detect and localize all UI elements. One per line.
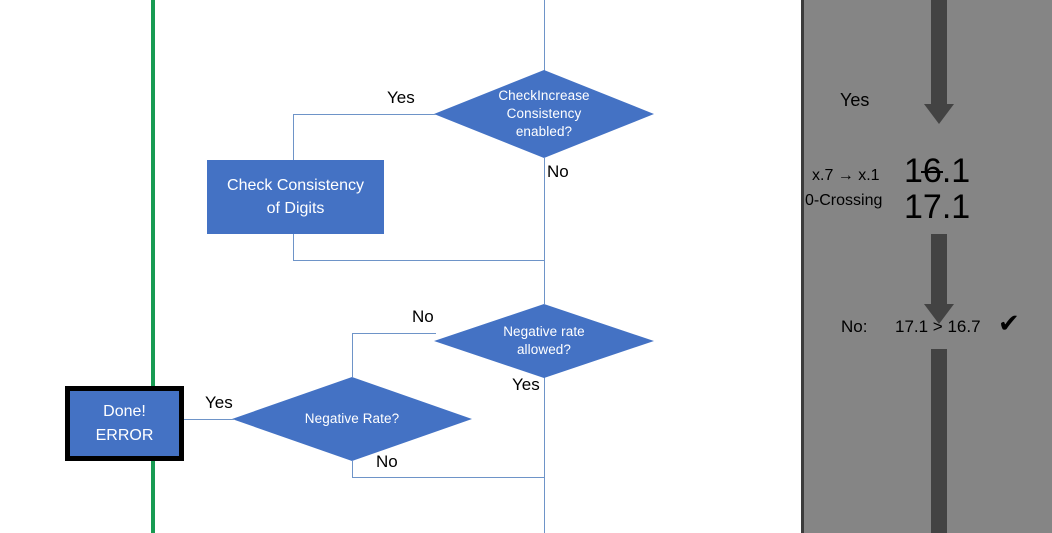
edge-label-no-negative-rate-allowed: No [412,307,434,326]
annotation-yes-label: Yes [840,90,870,110]
spine-lower-segment [544,355,545,478]
annotation-arrow-middle-head [924,304,954,324]
annotation-comparison-expression: 17.1 > 16.7 [895,317,981,336]
decision-diamond-shape [434,304,654,378]
yes-branch-vertical-from-box [293,234,294,261]
edge-label-no-negative-rate: No [376,452,398,471]
decision-negative-rate-allowed[interactable]: Negative rate allowed? [434,304,654,378]
annotation-arrow-middle-shaft [931,234,947,306]
yes-branch-horizontal-rejoin [293,260,545,261]
annotation-check-icon: ✔ [998,308,1020,338]
annotation-value-after: 17.1 [904,188,971,226]
annotation-panel: Yes x.7 → x.1 0-Crossing 16.1 17.1 No: 1… [801,0,1052,533]
annotation-rule-label-line2: 0-Crossing [805,192,883,209]
yes-branch-horizontal-top [293,114,436,115]
decision-check-increase-consistency[interactable]: CheckIncrease Consistency enabled? [434,70,654,158]
annotation-arrow-bottom-shaft [931,349,947,533]
no-branch-vertical-to-negative-rate [352,333,353,377]
negative-rate-no-horizontal [352,477,545,478]
terminator-done-error[interactable]: Done! ERROR [65,386,184,461]
edge-label-yes-done-error: Yes [205,393,233,412]
edge-label-no-check-increase: No [547,162,569,181]
decision-diamond-shape [232,377,472,461]
negative-rate-yes-horizontal [173,419,235,420]
terminator-line-error: ERROR [95,426,154,444]
spine-top-segment [544,0,545,88]
decision-negative-rate[interactable]: Negative Rate? [232,377,472,461]
annotation-arrow-top-head [924,104,954,124]
negative-rate-no-vertical [352,461,353,478]
spine-middle-segment [544,158,545,304]
green-separator-line [151,0,155,533]
annotation-rule-label-line1: x.7 → x.1 [812,167,880,184]
terminator-line-done: Done! [103,402,146,420]
annotation-value-before: 16.1 [904,152,1052,190]
decision-diamond-shape [434,70,654,158]
annotation-arrow-top-shaft [931,0,947,104]
edge-label-yes-check-increase: Yes [387,88,415,107]
process-check-consistency-of-digits[interactable]: Check Consistency of Digits [207,160,384,234]
no-branch-horizontal-upper [352,333,436,334]
annotation-comparison-prefix: No: [841,317,868,336]
spine-bottom-segment [544,477,545,533]
edge-label-yes-negative-rate-allowed: Yes [512,375,540,394]
yes-branch-vertical-to-box [293,114,294,160]
